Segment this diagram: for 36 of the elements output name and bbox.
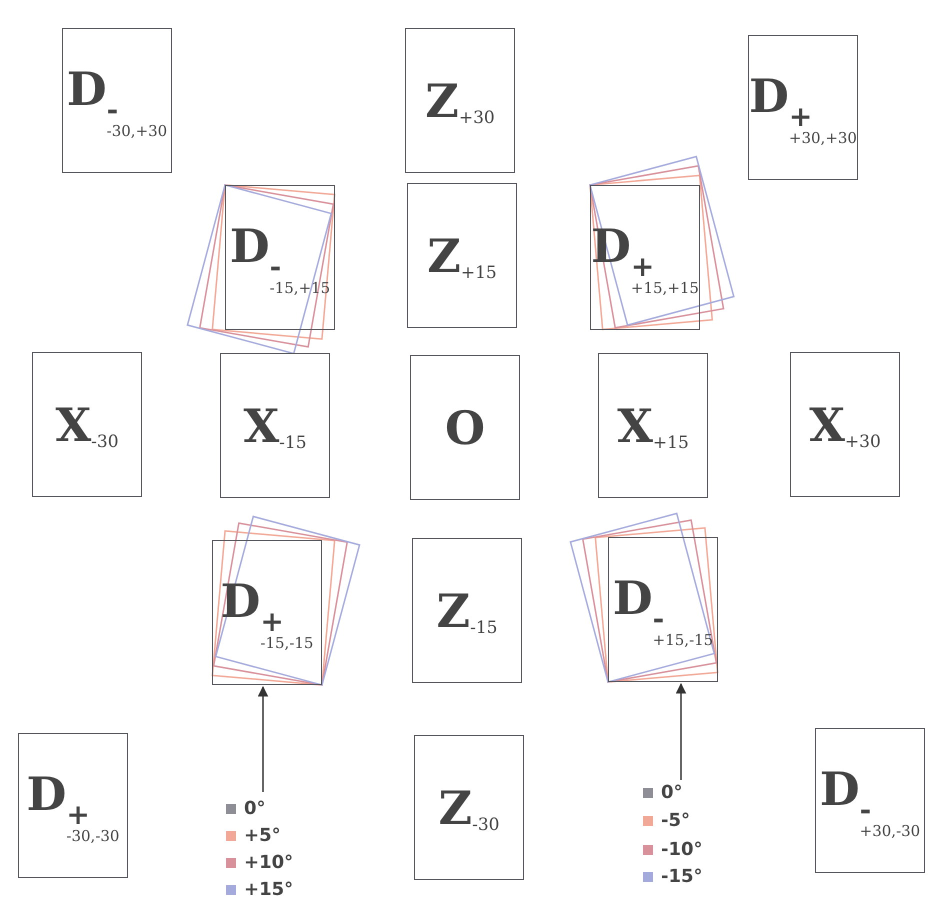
card-label: Z$_{-15}$ <box>436 584 498 638</box>
card <box>412 538 522 683</box>
legend-label: 0° <box>661 782 683 803</box>
arrow <box>676 682 686 780</box>
card <box>405 28 515 173</box>
legend-label: +15° <box>244 879 294 900</box>
card <box>790 352 900 497</box>
card <box>414 735 524 880</box>
card <box>62 28 172 173</box>
card <box>220 353 330 498</box>
card-label: X$_{-15}$ <box>243 398 307 452</box>
card <box>18 733 128 878</box>
legend-label: -10° <box>661 839 703 860</box>
card-label: X$_{+15}$ <box>617 398 689 452</box>
card-label: Z$_{-30}$ <box>438 780 500 834</box>
card-label: O <box>444 400 486 454</box>
legend-label: -15° <box>661 866 703 887</box>
card <box>212 540 322 685</box>
card-label: Z$_{+30}$ <box>425 74 495 128</box>
card <box>407 183 517 328</box>
card-label: Z$_{+15}$ <box>427 228 497 282</box>
card <box>225 185 335 330</box>
legend-label: +10° <box>244 852 294 873</box>
card <box>410 355 520 500</box>
card <box>815 728 925 873</box>
card-label: X$_{-30}$ <box>55 398 119 452</box>
legend-label: +5° <box>244 825 281 846</box>
card <box>748 35 858 180</box>
legend-label: -5° <box>661 810 690 831</box>
card <box>598 353 708 498</box>
card <box>590 185 700 330</box>
legend-label: 0° <box>244 798 266 819</box>
card <box>608 537 718 682</box>
card-label: X$_{+30}$ <box>809 398 881 452</box>
card <box>32 352 142 497</box>
arrow <box>258 686 268 792</box>
